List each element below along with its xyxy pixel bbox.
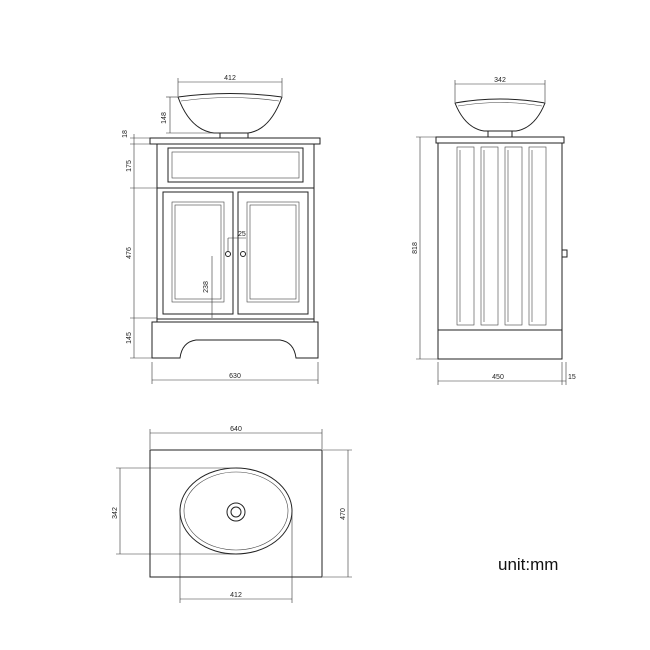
top-basin-depth-label: 342	[112, 507, 119, 519]
front-right-door	[237, 191, 309, 315]
front-basin-height-label: 148	[161, 112, 168, 124]
top-basin-outer	[179, 467, 293, 555]
front-left-door	[162, 191, 234, 315]
top-view: 640 470 342 412	[112, 426, 352, 603]
side-cabinet-body	[437, 142, 563, 360]
top-basin-width-label: 412	[230, 592, 242, 599]
unit-label: unit:mm	[498, 555, 558, 574]
front-door-height-label: 476	[126, 247, 133, 259]
side-view: 342 818 450 15	[412, 77, 576, 385]
top-width-label: 640	[230, 426, 242, 433]
front-left-handle	[225, 251, 231, 257]
top-depth-label: 470	[340, 508, 347, 520]
side-total-height-label: 818	[412, 242, 419, 254]
side-cabinet-depth-label: 450	[492, 374, 504, 381]
front-plinth	[151, 321, 319, 359]
front-handle-height-label: 238	[203, 281, 210, 293]
side-basin-depth-label: 342	[494, 77, 506, 84]
front-cabinet-body	[156, 143, 315, 320]
front-drawer	[167, 147, 304, 183]
front-basin	[177, 93, 283, 134]
top-countertop	[149, 449, 323, 578]
side-handle	[561, 249, 568, 258]
front-top-thickness-label: 18	[122, 130, 129, 138]
top-drain-outer	[226, 502, 246, 522]
front-view: 412 148 18 175 476 145 25 238 630	[122, 75, 321, 384]
side-panel-grooves	[456, 146, 547, 326]
front-plinth-height-label: 145	[126, 332, 133, 344]
front-right-handle	[240, 251, 246, 257]
front-drawer-height-label: 175	[126, 160, 133, 172]
front-countertop	[149, 137, 321, 145]
top-basin-inner	[183, 471, 289, 551]
side-top-overhang-label: 15	[568, 374, 576, 381]
top-drain-inner	[230, 506, 242, 518]
front-cabinet-width-label: 630	[229, 373, 241, 380]
front-handle-offset-label: 25	[238, 231, 246, 238]
side-basin	[454, 98, 546, 132]
side-countertop	[435, 136, 565, 144]
front-basin-width-label: 412	[224, 75, 236, 82]
